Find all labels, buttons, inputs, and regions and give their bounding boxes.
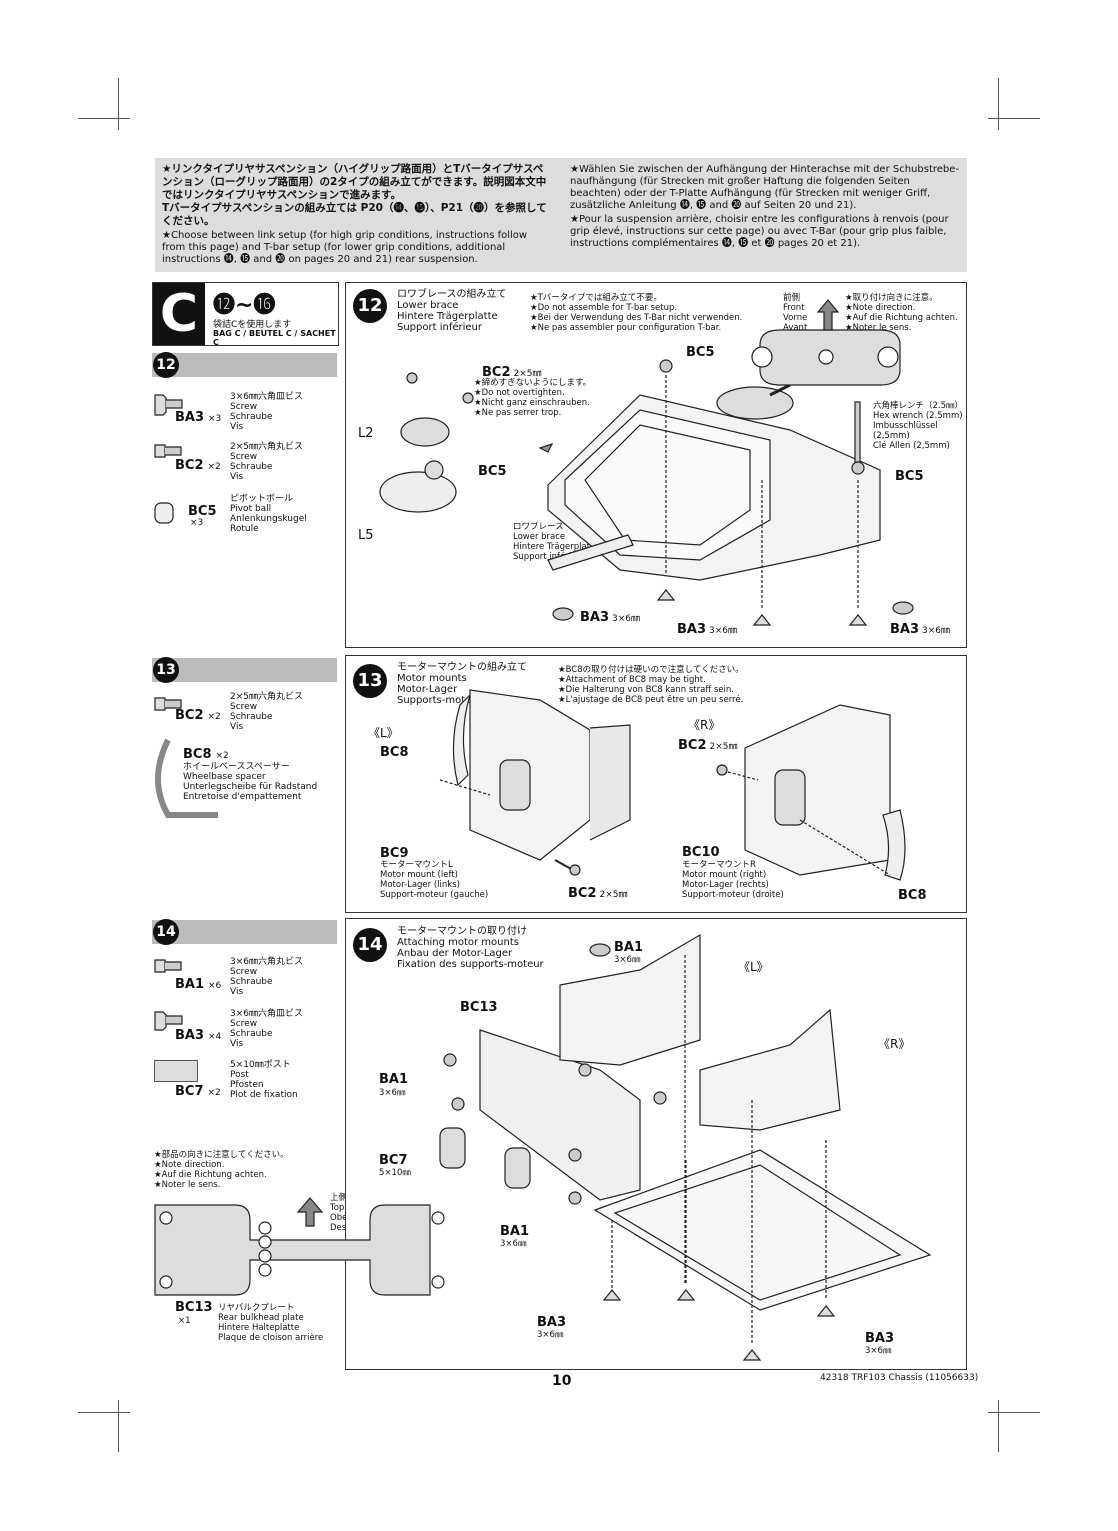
step14-part-ba3-desc: 3×6㎜六角皿ビス Screw Schraube Vis bbox=[230, 1009, 303, 1049]
step12-panel bbox=[345, 282, 967, 648]
step14-ba1-c: BA1 bbox=[500, 1224, 530, 1239]
step14-ba1-a: BA1 bbox=[614, 940, 644, 955]
step12-part-bc5-desc: ピボットボール Pivot ball Anlenkungskugel Rotul… bbox=[230, 494, 307, 534]
crop-mark bbox=[998, 78, 999, 130]
step14-bc13: BC13 bbox=[175, 1300, 213, 1315]
crop-mark bbox=[988, 118, 1040, 119]
step13-part-bc2: BC2×2 bbox=[175, 708, 221, 723]
step12-num: 12 bbox=[153, 352, 179, 378]
step14-ba3-a-size: 3×6㎜ bbox=[537, 1330, 564, 1340]
step14-ba1-c-size: 3×6㎜ bbox=[500, 1239, 527, 1249]
step14-ba3-b-size: 3×6㎜ bbox=[865, 1346, 892, 1356]
step12-bc5-a: BC5 bbox=[478, 464, 507, 479]
step14-dir-note: ★部品の向きに注意してください。 ★Note direction. ★Auf d… bbox=[154, 1150, 289, 1190]
step12-bignum: 12 bbox=[353, 289, 387, 323]
step13-num: 13 bbox=[153, 657, 179, 683]
step13-bc8-b: BC8 bbox=[898, 888, 927, 903]
top-note-fr: ★Pour la suspension arrière, choisir ent… bbox=[570, 214, 949, 249]
top-note-de: ★Wählen Sie zwischen der Aufhängung der … bbox=[570, 164, 960, 211]
step13-bc10-desc: モーターマウントR Motor mount (right) Motor-Lage… bbox=[682, 860, 784, 900]
step14-ba1-b-size: 3×6㎜ bbox=[379, 1088, 406, 1098]
step12-brace-label: ロワブレース Lower brace Hintere Trägerplatte … bbox=[513, 522, 599, 562]
step14-post-shape bbox=[154, 1060, 198, 1082]
step12-bc2-note: ★締めすぎないようにします。 ★Do not overtighten. ★Nic… bbox=[474, 378, 592, 418]
page-number: 10 bbox=[552, 1373, 572, 1389]
step14-left: 《L》 bbox=[738, 960, 769, 974]
step13-part-bc8: BC8×2 bbox=[183, 747, 229, 762]
step14-bignum: 14 bbox=[353, 928, 387, 962]
crop-mark bbox=[78, 118, 130, 119]
step13-note: ★BC8の取り付けは硬いので注意してください。 ★Attachment of B… bbox=[558, 665, 744, 705]
step14-bc7-label: BC7 bbox=[379, 1153, 408, 1168]
step13-part-bc2-desc: 2×5㎜六角丸ビス Screw Schraube Vis bbox=[230, 692, 303, 732]
step14-part-bc7: BC7×2 bbox=[175, 1084, 221, 1099]
step12-bc5-c: BC5 bbox=[895, 469, 924, 484]
step12-part-bc2: BC2×2 bbox=[175, 458, 221, 473]
step13-bc10: BC10 bbox=[682, 845, 720, 860]
step12-bc5-b: BC5 bbox=[686, 345, 715, 360]
step14-title: モーターマウントの取り付け Attaching motor mounts Anb… bbox=[397, 926, 544, 970]
bag-letter: C bbox=[153, 283, 205, 345]
step13-bignum: 13 bbox=[353, 664, 387, 698]
step12-l5: L5 bbox=[358, 528, 374, 543]
step12-direction-note: ★取り付け向きに注意。 ★Note direction. ★Auf die Ri… bbox=[845, 293, 958, 333]
bag-jp: 袋詰Cを使用します bbox=[213, 320, 292, 330]
crop-mark bbox=[988, 1412, 1040, 1413]
step14-bc13-desc: リヤバルクプレート Rear bulkhead plate Hintere Ha… bbox=[218, 1303, 324, 1343]
bag-header: C ⓬~⓰ 袋詰Cを使用します BAG C / BEUTEL C / SACHE… bbox=[152, 282, 339, 347]
step14-right: 《R》 bbox=[878, 1037, 911, 1051]
step12-part-bc2-desc: 2×5㎜六角丸ビス Screw Schraube Vis bbox=[230, 442, 303, 482]
step12-part-bc5-qty: ×3 bbox=[190, 518, 204, 528]
bag-label: BAG C / BEUTEL C / SACHET C bbox=[213, 329, 336, 347]
step14-ba1-a-size: 3×6㎜ bbox=[614, 955, 641, 965]
top-note-jp: ★リンクタイプリヤサスペンション（ハイグリップ路面用）とTバータイプサスペンショ… bbox=[162, 163, 547, 227]
step13-bc9-desc: モーターマウントL Motor mount (left) Motor-Lager… bbox=[380, 860, 489, 900]
top-note-en: ★Choose between link setup (for high gri… bbox=[162, 230, 528, 265]
crop-mark bbox=[118, 1400, 119, 1452]
step13-bc8-a: BC8 bbox=[380, 745, 409, 760]
crop-mark bbox=[78, 1412, 130, 1413]
step12-bar bbox=[152, 353, 337, 377]
step14-part-ba3: BA3×4 bbox=[175, 1028, 222, 1043]
screw-icon bbox=[154, 394, 167, 416]
step12-title: ロワブレースの組み立て Lower brace Hintere Trägerpl… bbox=[397, 289, 507, 333]
step13-title: モーターマウントの組み立て Motor mounts Motor-Lager S… bbox=[397, 662, 527, 706]
step14-part-ba1: BA1×6 bbox=[175, 977, 222, 992]
step14-ba3-b: BA3 bbox=[865, 1331, 895, 1346]
step13-part-bc8-desc: ホイールベーススペーサー Wheelbase spacer Unterlegsc… bbox=[183, 762, 318, 802]
footer-code: 42318 TRF103 Chassis (11056633) bbox=[820, 1373, 979, 1383]
step14-num: 14 bbox=[153, 919, 179, 945]
step12-hex-wrench: 六角棒レンチ（2.5㎜） Hex wrench (2.5mm) Imbussch… bbox=[873, 401, 964, 451]
step14-ba3-a: BA3 bbox=[537, 1315, 567, 1330]
step12-part-ba3-desc: 3×6㎜六角皿ビス Screw Schraube Vis bbox=[230, 392, 303, 432]
step14-part-bc7-desc: 5×10㎜ポスト Post Pfosten Plot de fixation bbox=[230, 1060, 298, 1100]
crop-mark bbox=[118, 78, 119, 130]
step12-front: 前側 Front Vorne Avant bbox=[783, 293, 808, 333]
crop-mark bbox=[998, 1400, 999, 1452]
step12-l2: L2 bbox=[358, 426, 374, 441]
step12-note: ★Tバータイプでは組み立て不要。 ★Do not assemble for T-… bbox=[530, 293, 743, 333]
step13-bc9: BC9 bbox=[380, 846, 409, 861]
step12-part-bc5: BC5 bbox=[188, 504, 217, 519]
step13-bar bbox=[152, 658, 337, 682]
step14-bc7-size: 5×10㎜ bbox=[379, 1168, 411, 1178]
top-note-box bbox=[155, 158, 967, 272]
step14-part-ba1-desc: 3×6㎜六角丸ビス Screw Schraube Vis bbox=[230, 957, 303, 997]
step14-bar bbox=[152, 920, 337, 944]
step14-bc13-label: BC13 bbox=[460, 1000, 498, 1015]
bag-steps: ⓬~⓰ bbox=[213, 293, 276, 318]
step12-part-ba3: BA3×3 bbox=[175, 410, 222, 425]
step14-panel bbox=[345, 918, 967, 1370]
step13-right: 《R》 bbox=[688, 718, 721, 732]
step14-bc13-qty: ×1 bbox=[178, 1316, 191, 1326]
step13-left: 《L》 bbox=[368, 726, 399, 740]
step14-ba1-b: BA1 bbox=[379, 1072, 409, 1087]
